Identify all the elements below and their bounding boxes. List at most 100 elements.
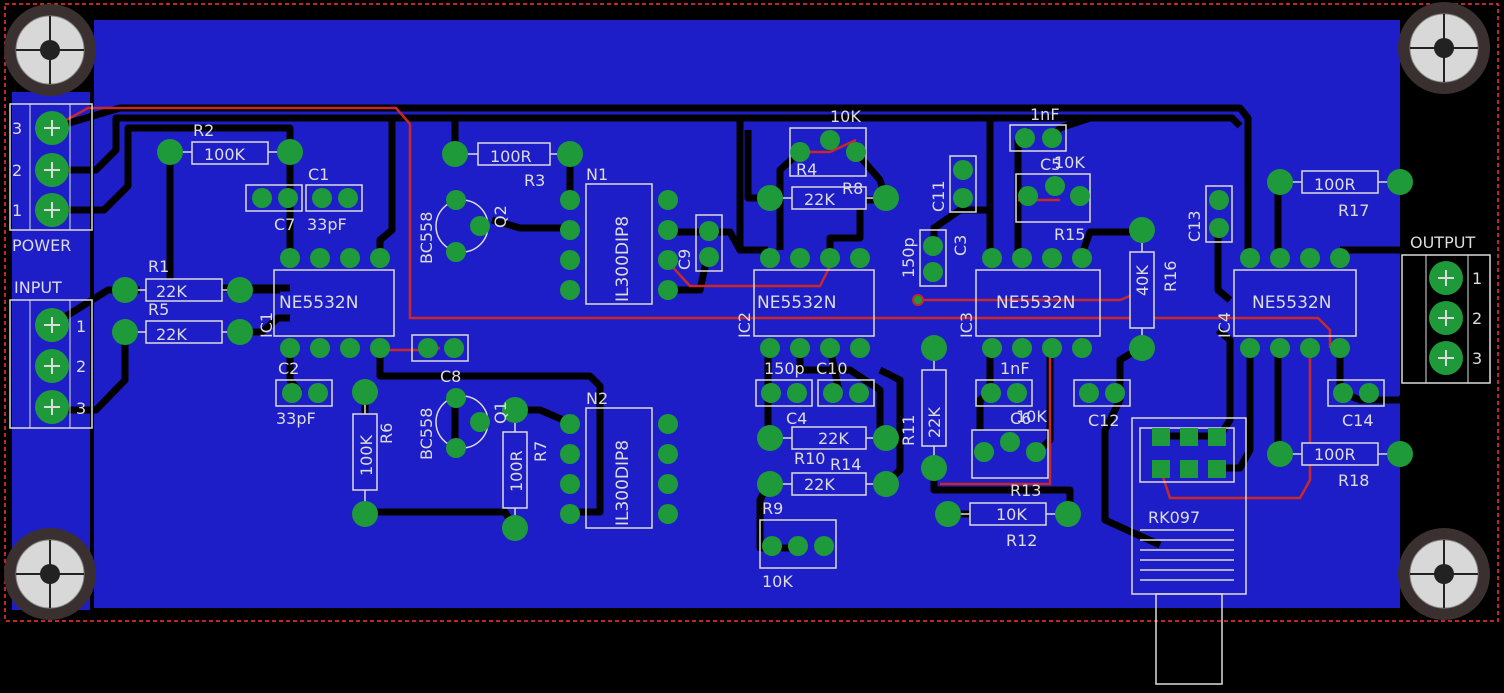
value-c5: 1nF	[1030, 105, 1060, 124]
label-r12: R12	[1006, 531, 1037, 550]
label-q1: Q1	[491, 401, 510, 424]
value-r9: 10K	[762, 572, 793, 591]
resistor-r16	[1129, 217, 1155, 361]
label-c13: C13	[1185, 210, 1204, 242]
capacitor-c10	[817, 379, 875, 407]
resistors	[112, 139, 1413, 541]
input-connector[interactable]	[9, 299, 93, 429]
label-r6: R6	[377, 423, 396, 444]
board-outline	[4, 3, 1499, 622]
capacitor-c7	[245, 184, 303, 212]
mounting-hole-tl	[4, 4, 96, 96]
label-r9: R9	[762, 499, 783, 518]
label-r4: R4	[796, 160, 817, 179]
value-r1: 22K	[156, 282, 187, 301]
label-r8: R8	[842, 179, 863, 198]
label-r16: R16	[1161, 261, 1180, 292]
value-r18: 100R	[1314, 445, 1356, 464]
label-ic1: IC1	[257, 312, 276, 338]
label-r13: R13	[1010, 481, 1041, 500]
label-c6: C6	[1010, 409, 1031, 428]
value-r11: 22K	[925, 407, 944, 438]
label-output: OUTPUT	[1410, 233, 1475, 252]
label-c7: C7	[274, 215, 295, 234]
resistor-r5	[112, 319, 253, 345]
label-ic1-part: NE5532N	[279, 293, 358, 313]
label-r1: R1	[148, 257, 169, 276]
resistor-r2	[157, 139, 303, 165]
value-c4: 150p	[764, 359, 805, 378]
value-r16: 40K	[1133, 265, 1152, 296]
label-r14: R14	[830, 455, 861, 474]
label-c1: C1	[308, 165, 329, 184]
label-ic4: IC4	[1215, 312, 1234, 338]
value-r13: 10K	[1016, 407, 1047, 426]
capacitor-c6	[975, 379, 1033, 407]
label-r7: R7	[531, 441, 550, 462]
value-r10: 22K	[804, 475, 835, 494]
label-rk097: RK097	[1148, 508, 1200, 527]
ic1-ne5532	[273, 248, 395, 358]
resistor-r18	[1267, 441, 1413, 467]
ic2-ne5532	[753, 248, 875, 358]
resistor-r1	[112, 277, 253, 303]
pin-output-2: 2	[1472, 309, 1482, 328]
label-c5: C5	[1040, 155, 1061, 174]
value-r15: 10K	[1054, 153, 1085, 172]
label-ic3: IC3	[957, 312, 976, 338]
label-r3: R3	[524, 171, 545, 190]
pin-power-2: 2	[12, 161, 22, 180]
value-n1: IL300DIP8	[613, 216, 633, 302]
ic4-ne5532	[1233, 248, 1357, 358]
capacitor-c13	[1205, 185, 1233, 243]
label-r15: R15	[1054, 225, 1085, 244]
ic-packages	[273, 127, 1357, 685]
value-r12: 10K	[996, 505, 1027, 524]
capacitor-c5	[1009, 124, 1067, 152]
value-q2: BC558	[417, 212, 436, 264]
pin-power-3: 3	[12, 119, 22, 138]
pin-input-2: 2	[76, 357, 86, 376]
label-c14: C14	[1342, 411, 1374, 430]
value-r8: 22K	[804, 190, 835, 209]
value-r17: 100R	[1314, 175, 1356, 194]
n2-il300	[560, 407, 678, 529]
value-r14: 22K	[818, 429, 849, 448]
label-c4: C4	[786, 409, 807, 428]
value-r2: 100K	[204, 145, 246, 164]
capacitor-c11	[949, 155, 977, 213]
value-r4: 10K	[830, 107, 861, 126]
capacitor-c9	[695, 214, 723, 272]
value-r7: 100R	[507, 450, 526, 492]
label-ic2-part: NE5532N	[757, 293, 836, 313]
resistor-r12	[935, 501, 1081, 527]
label-ic3-part: NE5532N	[996, 293, 1075, 313]
pin-input-1: 1	[76, 317, 86, 336]
resistor-r11	[921, 335, 947, 481]
capacitor-c4	[755, 379, 813, 407]
value-c6: 1nF	[1000, 359, 1030, 378]
capacitor-c1	[305, 184, 363, 212]
output-connector[interactable]	[1401, 254, 1491, 384]
value-r5: 22K	[156, 325, 187, 344]
transistor-q1	[435, 388, 490, 458]
label-c8: C8	[440, 367, 461, 386]
resistor-r6	[352, 379, 378, 527]
resistor-r3	[442, 141, 583, 167]
power-connector[interactable]	[9, 103, 93, 231]
capacitors	[245, 124, 1385, 407]
label-c10: C10	[816, 359, 848, 378]
trimmer-r13	[971, 429, 1049, 479]
resistor-r8	[757, 185, 899, 211]
capacitor-c2	[275, 379, 333, 407]
label-input: INPUT	[14, 278, 62, 297]
pin-output-3: 3	[1472, 349, 1482, 368]
label-r2: R2	[193, 121, 214, 140]
capacitor-c8	[411, 334, 469, 362]
label-q2: Q2	[491, 205, 510, 228]
label-power: POWER	[12, 236, 71, 255]
pin-power-1: 1	[12, 201, 22, 220]
label-c11: C11	[929, 180, 948, 212]
label-r5: R5	[148, 300, 169, 319]
